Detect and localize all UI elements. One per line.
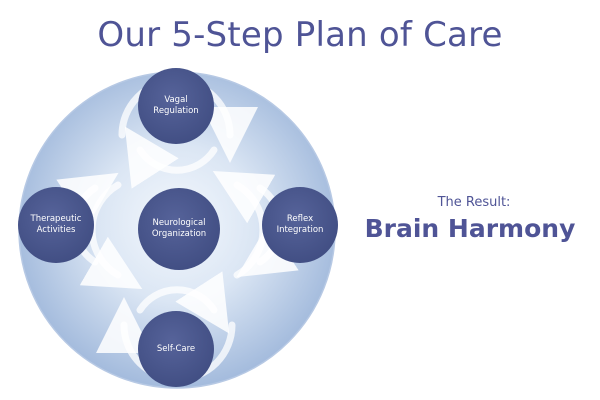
step-therapeutic-activities: Therapeutic Activities <box>30 214 82 235</box>
step-neurological-organization: Neurological Organization <box>151 218 207 239</box>
step-vagal-regulation: Vagal Regulation <box>153 95 199 116</box>
result-title: Brain Harmony <box>364 214 576 243</box>
step-reflex-integration: Reflex Integration <box>276 214 324 235</box>
cycle-arrow-top-inner <box>124 126 218 189</box>
node-center-circle <box>138 188 220 270</box>
page-title: Our 5-Step Plan of Care <box>97 15 503 55</box>
node-bottom-circle <box>138 311 214 387</box>
node-left-circle <box>18 187 94 263</box>
cycle-arrow-bottom-inner <box>136 271 230 334</box>
step-self-care: Self-Care <box>156 343 196 354</box>
result-label: The Result: <box>437 195 511 210</box>
node-right-circle <box>262 187 338 263</box>
node-top-circle <box>138 68 214 144</box>
